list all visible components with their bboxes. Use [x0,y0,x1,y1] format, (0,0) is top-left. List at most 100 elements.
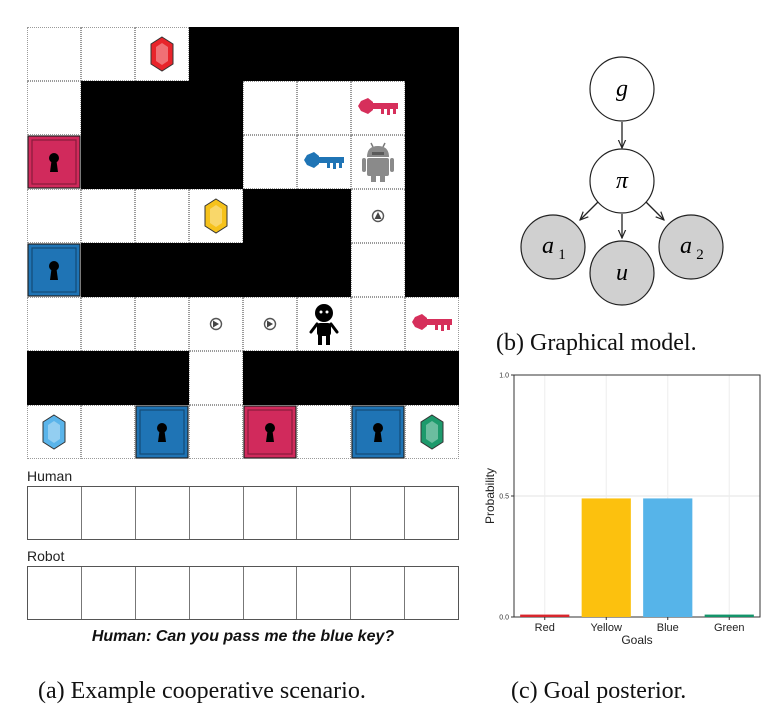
wall-cell [81,351,135,405]
y-tick-label: 0.5 [499,494,509,501]
human-inventory [27,486,459,540]
inventory-slot [28,567,82,619]
wall-cell [81,243,135,297]
wall-cell [297,27,351,81]
floor-cell [135,297,189,351]
inventory-slot [136,567,190,619]
wall-cell [243,351,297,405]
floor-cell [81,405,135,459]
floor-cell [135,189,189,243]
inventory-slot [244,487,298,539]
floor-cell [351,297,405,351]
node-u: u [589,240,655,306]
wall-cell [243,243,297,297]
red-key-icon [405,297,459,351]
svg-text:a: a [542,233,554,259]
wall-cell [351,27,405,81]
wall-cell [189,243,243,297]
inventory-slot [405,487,458,539]
graphical-model: g π a 1 u a 2 [520,56,724,306]
inventory-slot [405,567,458,619]
wall-cell [405,243,459,297]
human-agent-icon [297,297,351,351]
inventory-slot [297,567,352,619]
blue-gem-icon [27,405,81,459]
edge-pi-a2 [643,199,664,220]
robot-agent-icon [351,135,405,189]
wall-cell [81,81,135,135]
human-utterance: Human: Can you pass me the blue key? [91,628,395,645]
bar-yellow [581,498,631,617]
node-g: g [589,56,655,122]
floor-cell [27,189,81,243]
robot-path-arrow-icon [351,189,405,243]
wall-cell [135,81,189,135]
wall-cell [243,27,297,81]
human-inventory-label: Human [27,468,73,484]
node-a1: a 1 [520,214,586,280]
x-axis-label: Goals [621,633,652,647]
svg-text:π: π [616,168,629,194]
svg-text:2: 2 [696,247,704,263]
robot-inventory [27,566,459,620]
floor-cell [81,297,135,351]
blue-key-icon [297,135,351,189]
blue-door-icon [135,405,189,459]
wall-cell [135,135,189,189]
bar-blue [643,498,693,617]
floor-cell [243,135,297,189]
edge-pi-a1 [580,199,601,220]
bar-red [520,614,570,617]
wall-cell [405,189,459,243]
wall-cell [297,189,351,243]
red-door-icon [243,405,297,459]
wall-cell [405,351,459,405]
wall-cell [189,27,243,81]
y-axis-label: Probability [483,468,497,524]
node-pi: π [589,148,655,214]
floor-cell [81,27,135,81]
inventory-slot [351,487,406,539]
blue-door-icon [27,243,81,297]
floor-cell [27,27,81,81]
floor-cell [27,297,81,351]
inventory-slot [297,487,352,539]
floor-cell [351,243,405,297]
x-tick-label: Green [714,622,745,634]
red-door-icon [27,135,81,189]
wall-cell [189,135,243,189]
floor-cell [297,405,351,459]
wall-cell [27,351,81,405]
wall-cell [135,351,189,405]
y-tick-label: 0.0 [499,615,509,622]
floor-cell [189,351,243,405]
human-path-arrow-icon [243,297,297,351]
svg-text:a: a [680,233,692,259]
wall-cell [135,243,189,297]
wall-cell [297,243,351,297]
inventory-slot [82,567,136,619]
wall-cell [351,351,405,405]
gridworld [27,27,459,459]
bar-green [704,614,754,617]
red-gem-icon [135,27,189,81]
floor-cell [243,81,297,135]
inventory-slot [244,567,298,619]
inventory-slot [351,567,406,619]
caption-scenario: (a) Example cooperative scenario. [38,678,366,704]
inventory-slot [28,487,82,539]
human-path-arrow-icon [189,297,243,351]
svg-text:1: 1 [558,247,566,263]
y-tick-label: 1.0 [499,373,509,380]
wall-cell [297,351,351,405]
caption-graphical-model: (b) Graphical model. [496,330,697,356]
inventory-slot [136,487,190,539]
wall-cell [405,81,459,135]
blue-door-icon [351,405,405,459]
floor-cell [81,189,135,243]
inventory-slot [190,567,244,619]
wall-cell [243,189,297,243]
floor-cell [27,81,81,135]
x-tick-label: Red [535,622,555,634]
